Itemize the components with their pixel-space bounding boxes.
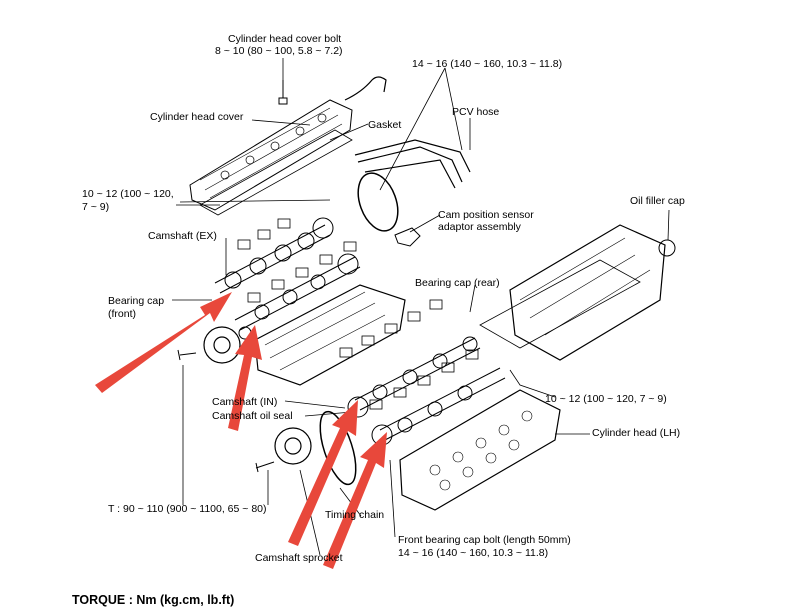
cylinder-head-lh-label: Cylinder head (LH)	[592, 427, 681, 439]
camshaft-sprocket-label: Camshaft sprocket	[255, 552, 343, 564]
cam-sensor-label-2: adaptor assembly	[438, 221, 521, 233]
cam-sensor-label-1: Cam position sensor	[438, 209, 534, 221]
oil-filler-cap-label: Oil filler cap	[630, 195, 685, 207]
camshaft-sprocket-lower	[274, 427, 312, 465]
head-cover-gasket	[199, 129, 353, 216]
sprocket-bolt-lower	[255, 461, 275, 473]
pcv-hose	[354, 139, 471, 189]
sprocket-upper	[203, 326, 241, 364]
arrow-bearing-cap	[95, 292, 232, 393]
oil-filler-cap-shape	[658, 239, 676, 257]
bearing-cap-front-label-2: (front)	[108, 308, 137, 320]
arrow-camshaft-ex	[323, 432, 387, 569]
timing-chain-label: Timing chain	[325, 509, 385, 521]
camshaft-ex-lower	[371, 367, 506, 446]
upper-timing-chain	[357, 172, 399, 232]
cam-sensor-adaptor	[394, 227, 421, 247]
right-torque-label: 10 ~ 12 (100 ~ 120, 7 ~ 9)	[545, 393, 667, 405]
left-torque-line2: 7 ~ 9)	[82, 201, 110, 213]
head-cover-bolt-torque: 8 ~ 10 (80 ~ 100, 5.8 ~ 7.2)	[215, 45, 343, 57]
head-cover-bolt	[278, 80, 288, 105]
cylinder-head-cover	[189, 99, 353, 211]
bearing-caps-ex	[237, 218, 357, 303]
front-bolt-label-2: 14 ~ 16 (140 ~ 160, 10.3 ~ 11.8)	[398, 547, 549, 559]
camshaft-in-label: Camshaft (IN)	[212, 396, 278, 408]
front-bolt-label-1: Front bearing cap bolt (length 50mm)	[398, 534, 571, 546]
bottom-torque-label: T : 90 ~ 110 (900 ~ 1100, 65 ~ 80)	[108, 503, 267, 515]
left-torque-line1: 10 ~ 12 (100 ~ 120,	[82, 188, 174, 200]
pcv-hose-label: PCV hose	[452, 106, 500, 118]
head-cover-bolt-label: Cylinder head cover bolt	[228, 33, 342, 45]
cylinder-head-rh	[254, 284, 406, 386]
lower-timing-chain	[319, 410, 357, 486]
cylinder-head-cover-label: Cylinder head cover	[150, 111, 244, 123]
bearing-cap-front-label-1: Bearing cap	[108, 295, 165, 307]
camshaft-oil-seal-label: Camshaft oil seal	[212, 410, 293, 422]
camshaft-ex	[214, 217, 334, 294]
torque-units-label: TORQUE : Nm (kg.cm, lb.ft)	[72, 593, 235, 607]
arrow-oil-seal	[228, 325, 262, 431]
camshaft-upper-in	[234, 253, 361, 331]
top-torque-label: 14 ~ 16 (140 ~ 160, 10.3 ~ 11.8)	[412, 58, 563, 70]
camshaft-ex-label: Camshaft (EX)	[148, 230, 217, 242]
cylinder-head-cover-lh	[509, 224, 666, 361]
cylinder-head-lh	[399, 389, 561, 511]
gasket-label: Gasket	[368, 119, 402, 131]
camshaft-in	[347, 336, 481, 418]
bearing-cap-rear-label: Bearing cap (rear)	[415, 277, 500, 289]
arrow-camshaft-in	[288, 400, 358, 546]
red-arrows	[95, 292, 387, 569]
pcv-small-hose	[344, 76, 387, 101]
gasket-lh	[479, 259, 641, 349]
sprocket-bolt-upper	[177, 349, 197, 361]
